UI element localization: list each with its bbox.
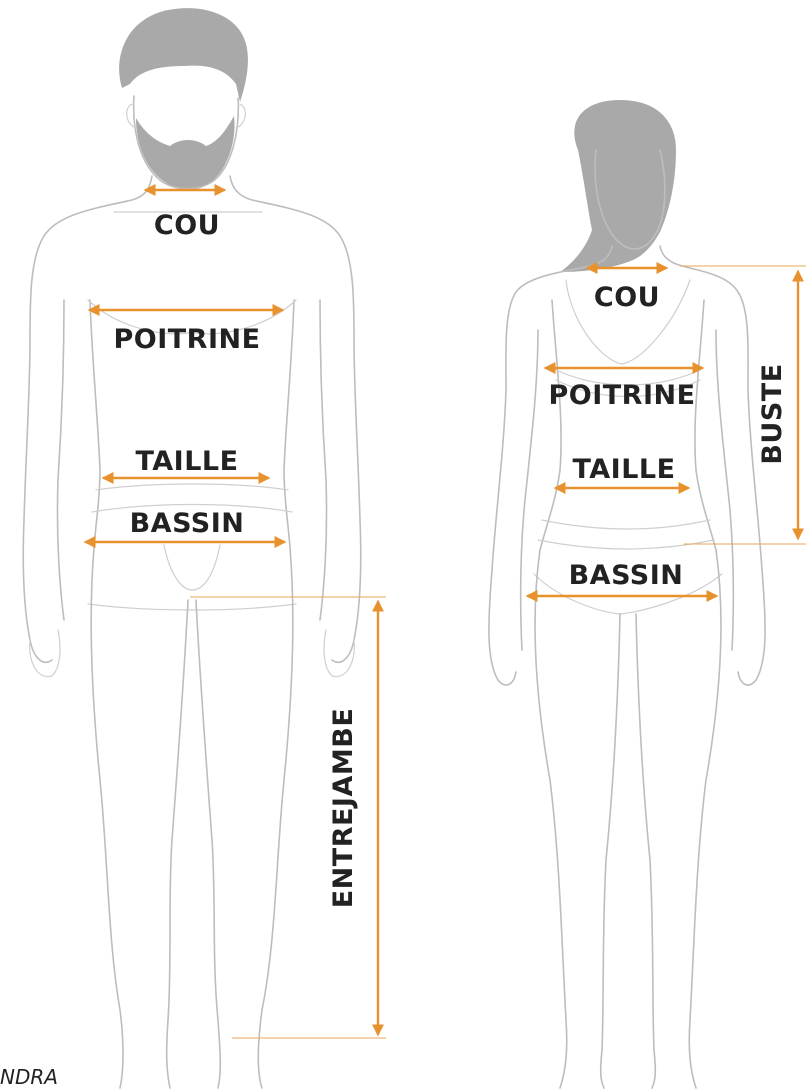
man-chest-label: POITRINE <box>113 324 260 355</box>
woman-hair <box>560 100 676 272</box>
man-hips-label: BASSIN <box>130 508 245 539</box>
woman-legs <box>535 550 721 1088</box>
man-legs <box>91 548 293 1088</box>
woman-figure: COU POITRINE TAILLE BASSIN BUSTE <box>489 100 806 1088</box>
corner-text: NDRA <box>0 1065 58 1089</box>
woman-waist-label: TAILLE <box>572 454 675 485</box>
man-waist-label: TAILLE <box>135 446 238 477</box>
man-hair <box>119 8 248 102</box>
woman-chest-label: POITRINE <box>548 380 695 411</box>
man-underwear <box>88 484 296 610</box>
woman-neck-label: COU <box>594 282 660 313</box>
man-figure: COU POITRINE TAILLE BASSIN ENTREJAMBE <box>23 8 386 1088</box>
man-inseam-label: ENTREJAMBE <box>328 708 359 909</box>
woman-bust-label: BUSTE <box>757 363 788 464</box>
woman-hips-label: BASSIN <box>569 560 684 591</box>
man-torso-outline <box>23 176 361 662</box>
man-hands <box>30 630 355 677</box>
man-ears <box>127 104 246 128</box>
man-neck-label: COU <box>154 210 220 241</box>
